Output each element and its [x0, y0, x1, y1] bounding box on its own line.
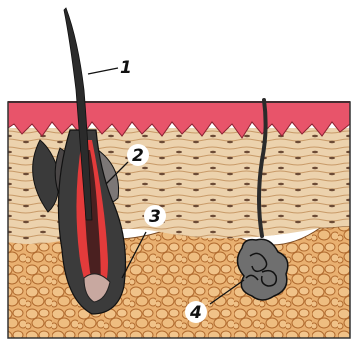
label-3: 3	[149, 207, 161, 227]
label-4: 4	[189, 303, 202, 323]
hypodermis-layer	[8, 226, 350, 338]
callout-3: 3	[144, 205, 166, 227]
label-2: 2	[132, 146, 144, 166]
callout-4: 4	[185, 301, 207, 323]
callout-1: 1	[120, 58, 132, 78]
leader-line-1	[88, 68, 118, 74]
callout-2: 2	[127, 144, 149, 166]
label-1: 1	[120, 58, 132, 78]
